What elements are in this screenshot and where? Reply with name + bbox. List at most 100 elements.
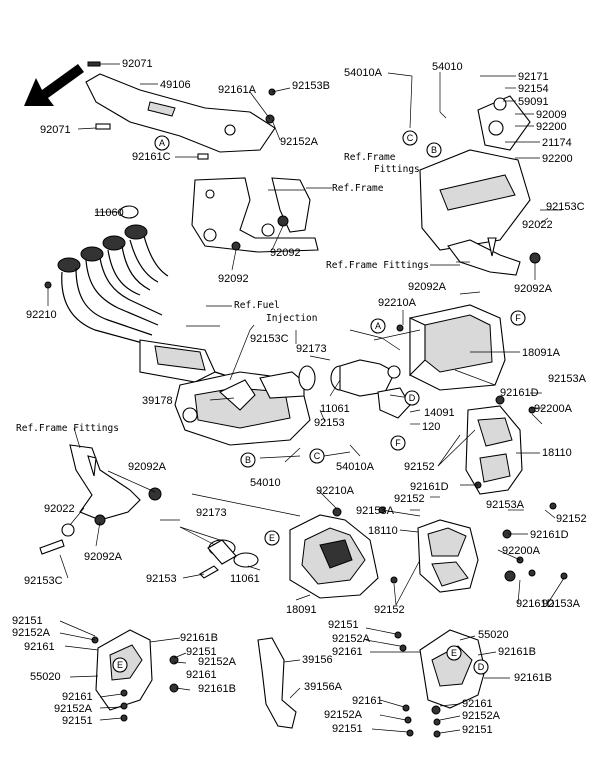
part-label: 92152 [404, 461, 435, 473]
part-label: 92092 [218, 273, 249, 285]
heel-guard-55020-left [95, 629, 179, 711]
callout-B-top: B [431, 145, 437, 155]
callout-C-top: C [407, 133, 414, 143]
callout-E-right: E [451, 648, 457, 658]
part-label: 92161 [24, 641, 55, 653]
part-label: 92153A [356, 505, 395, 517]
part-label: 92161B [198, 683, 236, 695]
part-label: 11061 [320, 403, 350, 415]
part-label: 92152A [280, 136, 319, 148]
part-label: 92152 [374, 604, 405, 616]
reference-notes: Ref.Frame Fittings Ref.Frame Ref.Frame F… [16, 152, 429, 434]
ref-frame-fittings-left: Ref.Frame Fittings [16, 423, 119, 434]
ref-frame-fittings-top-2: Fittings [374, 164, 420, 175]
part-label: 92210 [26, 309, 57, 321]
part-label: 59091 [518, 96, 549, 108]
part-label: 92161D [530, 529, 569, 541]
part-label: 92153A [548, 373, 587, 385]
part-label: 92153 [314, 417, 345, 429]
part-label: 92092A [128, 461, 167, 473]
part-label: 92152A [12, 627, 51, 639]
part-label: 49106 [160, 79, 191, 91]
callout-D-right: D [478, 662, 485, 672]
part-label: 11061 [230, 573, 260, 585]
part-label: 92161 [462, 698, 493, 710]
part-label: 92161B [514, 672, 552, 684]
heat-guard-39156 [257, 637, 297, 729]
part-label: 92151 [12, 615, 43, 627]
right-footrest-bracket [447, 237, 541, 276]
hardware-dots [44, 88, 568, 738]
part-label: 92210A [316, 485, 355, 497]
part-label: 92152A [198, 656, 237, 668]
part-label: 92161C [132, 151, 171, 163]
part-label: 92171 [518, 71, 549, 83]
ref-frame: Ref.Frame [332, 183, 384, 194]
part-label: 92161 [332, 646, 363, 658]
part-label: 54010 [250, 477, 281, 489]
part-label: 92200A [534, 403, 573, 415]
part-label: 92071 [40, 124, 71, 136]
exhaust-header-pipes [57, 205, 241, 383]
part-label: 92153C [250, 333, 289, 345]
part-label: 92022 [522, 219, 553, 231]
part-label: 21174 [542, 137, 572, 149]
part-label: 92210A [378, 297, 417, 309]
part-label: 39156A [304, 681, 343, 693]
muffler-cover-18110-right [465, 405, 523, 495]
callout-E-mid: E [269, 533, 275, 543]
part-label: 55020 [478, 629, 509, 641]
ref-frame-fittings-top: Ref.Frame [344, 152, 396, 163]
part-label: 92161 [186, 669, 217, 681]
part-label: 92092A [408, 281, 447, 293]
part-label: 39156 [302, 654, 333, 666]
clamp-and-gasket-lower [199, 539, 259, 579]
part-label: 92152A [54, 703, 93, 715]
part-label: 92161B [498, 646, 536, 658]
part-label: 92153C [24, 575, 63, 587]
part-label: 92161D [410, 481, 449, 493]
clamp-and-gasket-mid [298, 359, 411, 419]
ref-injection: Injection [266, 313, 317, 324]
part-label: 92151 [332, 723, 363, 735]
part-label: 92071 [122, 58, 153, 70]
ref-fuel: Ref.Fuel [234, 300, 280, 311]
part-label: 92022 [44, 503, 75, 515]
part-label: 54010 [432, 61, 463, 73]
muffler-cover-18110-lower [417, 519, 516, 593]
muffler-18091A [409, 304, 506, 391]
part-label: 55020 [30, 671, 61, 683]
part-label: 92161A [218, 84, 257, 96]
heat-shield-49106 [85, 61, 276, 160]
part-label: 92161B [180, 632, 218, 644]
muffler-18091-lower [289, 507, 379, 599]
part-label: 92153B [292, 80, 330, 92]
callout-F-top: F [515, 313, 521, 323]
part-label: 11060 [94, 207, 124, 219]
part-label: 92153A [486, 499, 525, 511]
part-label: 92152A [324, 709, 363, 721]
part-label: 92151 [62, 715, 93, 727]
catalyzer-body-39178 [174, 371, 311, 446]
callout-A-top: A [159, 138, 165, 148]
part-label: 92173 [196, 507, 227, 519]
part-label: 92173 [296, 343, 327, 355]
part-label: 92153C [546, 201, 585, 213]
callout-A-mid: A [375, 321, 381, 331]
part-label: 92200 [536, 121, 567, 133]
part-label: 18091A [522, 347, 561, 359]
part-label: 92154 [518, 83, 549, 95]
part-label: 92200 [542, 153, 573, 165]
part-label: 18110 [542, 447, 572, 459]
part-label: 39178 [142, 395, 173, 407]
muffler-mount-bracket [419, 95, 531, 251]
part-label: 92151 [328, 619, 359, 631]
part-label: 54010A [336, 461, 375, 473]
leader-lines [47, 63, 565, 734]
left-footrest-bracket [39, 444, 162, 555]
callout-D-mid: D [409, 393, 416, 403]
part-label: 92092 [270, 247, 301, 259]
part-label: 92092A [84, 551, 123, 563]
callout-C-mid: C [314, 451, 321, 461]
part-label: 92152 [394, 493, 425, 505]
